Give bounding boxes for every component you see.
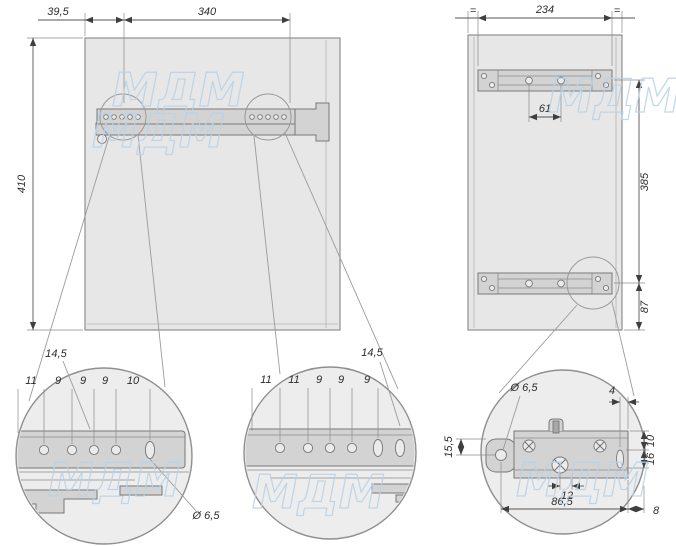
mounting-bracket-bottom bbox=[477, 272, 613, 295]
dim-bracket-spacing: 385 bbox=[639, 172, 651, 191]
detail-marker-front-left bbox=[99, 93, 147, 141]
dim-mid-5: 9 bbox=[364, 374, 370, 386]
dim-right-hole-diameter: Ø 6,5 bbox=[510, 382, 539, 394]
detail-right-dimensions: Ø 6,5 4 10 16 15,5 12 bbox=[443, 382, 660, 517]
dim-front-offset: 39,5 bbox=[47, 6, 69, 18]
dim-left-2: 9 bbox=[55, 375, 61, 387]
detail-leader-lines-front bbox=[28, 132, 399, 402]
detail-view-right: Ø 6,5 4 10 16 15,5 12 bbox=[443, 369, 660, 535]
dim-left-5: 10 bbox=[127, 375, 140, 387]
dim-back-width: 234 bbox=[535, 4, 554, 16]
dim-bottom-offset: 87 bbox=[639, 300, 651, 313]
watermark-layer: МДМ МДМ МДМ МДМ МДМ МДМ bbox=[47, 62, 676, 519]
detail-view-middle: 11 11 9 9 9 14,5 bbox=[243, 347, 417, 540]
front-view-dimensions: 39,5 340 410 bbox=[16, 6, 291, 331]
dim-mid-edge-offset: 14,5 bbox=[361, 347, 383, 359]
back-view: = 234 = 61 385 87 bbox=[455, 4, 651, 397]
dim-right-slot-edge: 4 bbox=[609, 385, 615, 397]
dim-left-hole-diameter: Ø 6,5 bbox=[192, 510, 221, 522]
detail-middle-dimensions: 11 11 9 9 9 14,5 bbox=[251, 347, 401, 442]
back-view-dimensions: = 234 = 61 385 87 bbox=[455, 4, 651, 331]
watermark-text: МДМ bbox=[112, 63, 245, 117]
dim-right-right-offset: 8 bbox=[653, 505, 660, 517]
dim-left-edge-offset: 14,5 bbox=[45, 348, 67, 360]
dim-right-slot-height: 16 bbox=[645, 452, 657, 465]
mounting-bracket-top bbox=[477, 69, 613, 92]
dim-front-height: 410 bbox=[16, 174, 28, 193]
dim-left-3: 9 bbox=[80, 375, 86, 387]
watermark-text: МДМ bbox=[48, 453, 181, 507]
dim-right-tab-height: 15,5 bbox=[443, 435, 455, 457]
detail-left-part bbox=[17, 430, 190, 514]
dim-mid-4: 9 bbox=[338, 374, 344, 386]
watermark-text: МДМ bbox=[252, 465, 385, 519]
front-view: 39,5 340 410 bbox=[16, 6, 399, 402]
detail-view-left: 11 9 9 9 10 14,5 Ø 6,5 bbox=[15, 348, 221, 545]
watermark-text: МДМ bbox=[548, 69, 676, 123]
dim-right-screw-offset: 12 bbox=[561, 490, 573, 502]
cabinet-side-panel bbox=[84, 37, 341, 331]
watermark-text: МДМ bbox=[516, 453, 649, 507]
dim-left-1: 11 bbox=[25, 375, 36, 387]
dim-left-4: 9 bbox=[102, 375, 108, 387]
detail-left-dimensions: 11 9 9 9 10 14,5 Ø 6,5 bbox=[17, 348, 221, 522]
detail-right-part bbox=[485, 418, 629, 479]
dim-mid-2: 11 bbox=[288, 374, 299, 386]
detail-leader-lines-back bbox=[498, 301, 635, 397]
detail-marker-front-right bbox=[244, 93, 292, 141]
watermark-text: МДМ bbox=[92, 104, 225, 158]
dim-equal-left: = bbox=[470, 5, 477, 17]
dim-equal-right: = bbox=[614, 5, 621, 17]
dim-hole-spacing: 61 bbox=[539, 103, 551, 115]
dim-right-hole-span: 86,5 bbox=[551, 496, 573, 508]
dim-mid-3: 9 bbox=[316, 374, 322, 386]
dim-front-width: 340 bbox=[198, 6, 217, 18]
detail-middle-part bbox=[245, 428, 415, 503]
dim-mid-1: 11 bbox=[260, 374, 271, 386]
dim-right-top-offset: 10 bbox=[645, 434, 657, 447]
